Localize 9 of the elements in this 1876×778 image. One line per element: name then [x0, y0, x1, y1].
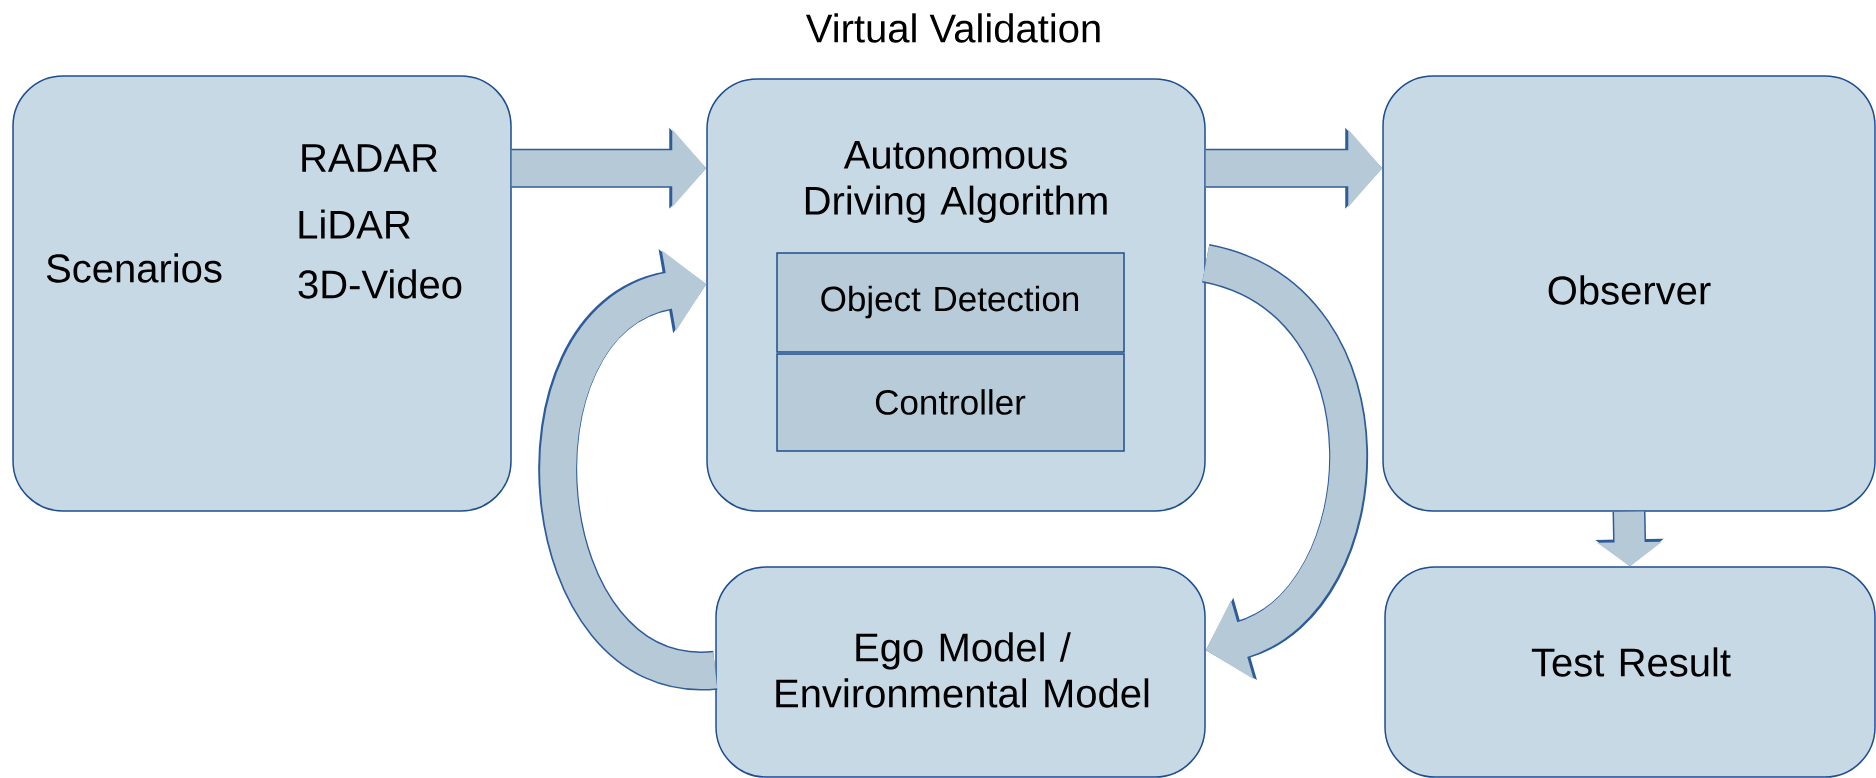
module-box: Controller [776, 353, 1125, 452]
process-box: Ego Model / Environmental Model [715, 566, 1206, 778]
process-box: Scenarios RADAR LiDAR 3D-Video [12, 75, 512, 512]
block-arrow [1199, 244, 1368, 680]
process-box: Test Result [1384, 566, 1876, 778]
process-box: Observer [1382, 75, 1876, 512]
title: Virtual Validation [805, 13, 1100, 43]
block-arrow [538, 249, 717, 690]
module-box: Object Detection [776, 252, 1125, 353]
